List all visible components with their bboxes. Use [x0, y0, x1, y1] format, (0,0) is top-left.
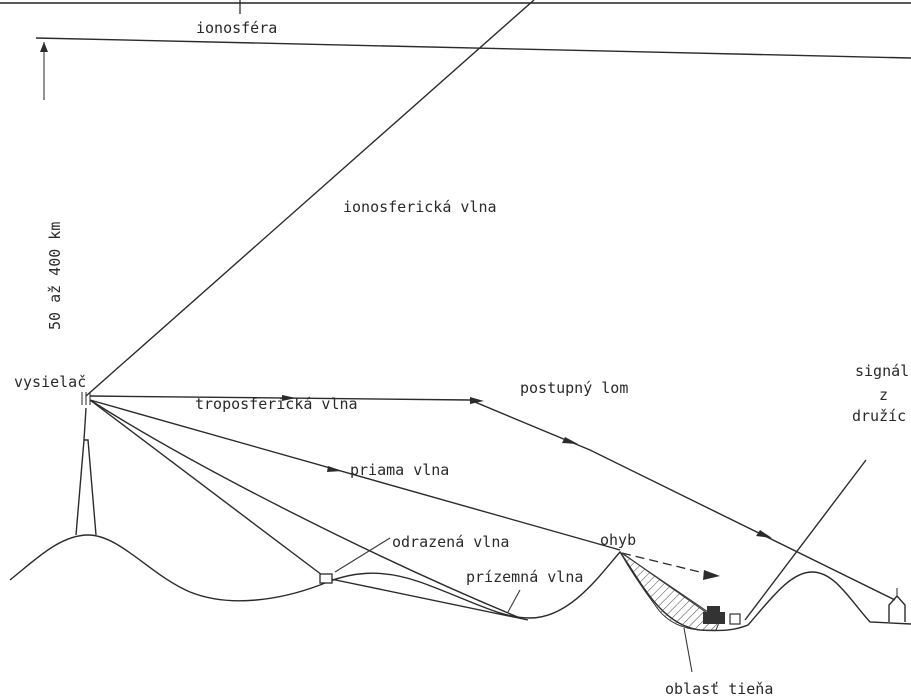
transmitter-label: vysielač	[14, 373, 86, 391]
terrain-profile	[9, 534, 911, 632]
tropospheric-wave-label: troposferická vlna	[195, 395, 358, 413]
house-icon	[888, 594, 906, 622]
reflection-point	[319, 573, 333, 584]
shadow-leader	[683, 627, 693, 673]
ground-wave-label: prízemná vlna	[466, 568, 583, 586]
ground-wave-line	[89, 399, 521, 619]
satellite-signal-label-2: z	[879, 386, 888, 404]
diffraction-ray	[621, 552, 721, 623]
direct-wave-label: priama vlna	[350, 461, 449, 479]
diffraction-dashed-line	[621, 552, 713, 576]
satellite-signal-line	[744, 459, 867, 621]
direct-arrow	[327, 466, 342, 472]
reflected-wave-label: odrazená vlna	[392, 533, 509, 551]
height-arrow-head	[40, 42, 48, 52]
receiver-box	[729, 613, 741, 625]
tropospheric-wave-line	[89, 395, 896, 601]
tropo-arrow-1	[282, 395, 296, 401]
ionospheric-wave-label: ionosferická vlna	[343, 198, 497, 216]
car-roof	[707, 606, 720, 613]
tropo-arrow-4	[756, 530, 772, 538]
direct-wave-line	[89, 399, 621, 551]
diffraction-label: ohyb	[600, 531, 636, 549]
tropo-arrow-3	[562, 437, 578, 444]
satellite-signal-label-3: družíc	[852, 407, 906, 425]
height-range-label: 50 až 400 km	[46, 222, 64, 330]
diffraction-arrow	[703, 570, 720, 580]
tropo-arrow-2	[470, 397, 484, 404]
transmitter-mast	[75, 439, 97, 536]
car-icon	[703, 612, 725, 624]
shadow-area-label: oblasť tieňa	[665, 680, 773, 698]
satellite-signal-label-1: signál	[855, 362, 909, 380]
ionosphere-label: ionosféra	[196, 19, 277, 37]
transmitter-antenna	[83, 407, 87, 441]
gradual-refraction-label: postupný lom	[520, 379, 628, 397]
ionospheric-wave-line	[85, 0, 535, 397]
ionosphere-line	[35, 37, 911, 59]
reflected-wave-out	[325, 577, 529, 621]
shadow-area	[619, 551, 721, 631]
reflected-wave-leader	[334, 537, 391, 573]
ground-wave-leader	[507, 589, 521, 613]
reflected-wave-in	[89, 399, 327, 579]
